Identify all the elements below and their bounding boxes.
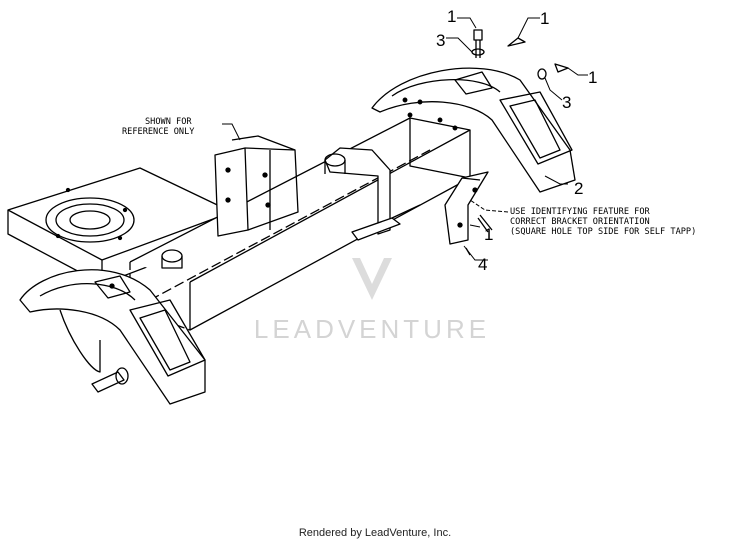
footer-credit: Rendered by LeadVenture, Inc.	[298, 527, 452, 539]
right-fender	[371, 67, 576, 193]
bracket-note-line1: USE IDENTIFYING FEATURE FOR	[510, 207, 651, 217]
watermark-logo-icon	[352, 258, 392, 300]
reference-note-line2: REFERENCE ONLY	[122, 127, 195, 137]
bracket-note-line3: (SQUARE HOLE TOP SIDE FOR SELF TAPP)	[510, 227, 696, 237]
bracket-note-line2: CORRECT BRACKET ORIENTATION	[510, 217, 650, 227]
callout-3-right: 3	[562, 93, 571, 112]
callout-1-top-left: 1	[447, 7, 456, 26]
hub-bracket	[161, 147, 421, 269]
grease-fitting	[161, 249, 183, 263]
reference-bracket	[214, 135, 299, 237]
callout-2: 2	[574, 179, 583, 198]
left-fender	[19, 269, 206, 405]
watermark-text: LEADVENTURE	[254, 314, 490, 344]
fender-bracket	[444, 171, 489, 245]
left-spindle	[91, 371, 125, 393]
deck-opening	[45, 197, 135, 243]
callout-1-bracket: 1	[484, 225, 493, 244]
leader-lines	[222, 17, 588, 261]
callout-3-top: 3	[436, 31, 445, 50]
callout-1-top-right: 1	[540, 9, 549, 28]
reference-note-line1: SHOWN FOR	[145, 117, 192, 127]
watermark: LEADVENTURE	[254, 258, 490, 344]
callout-1-right: 1	[588, 68, 597, 87]
deck-plate	[7, 167, 233, 285]
callout-4: 4	[478, 255, 487, 274]
